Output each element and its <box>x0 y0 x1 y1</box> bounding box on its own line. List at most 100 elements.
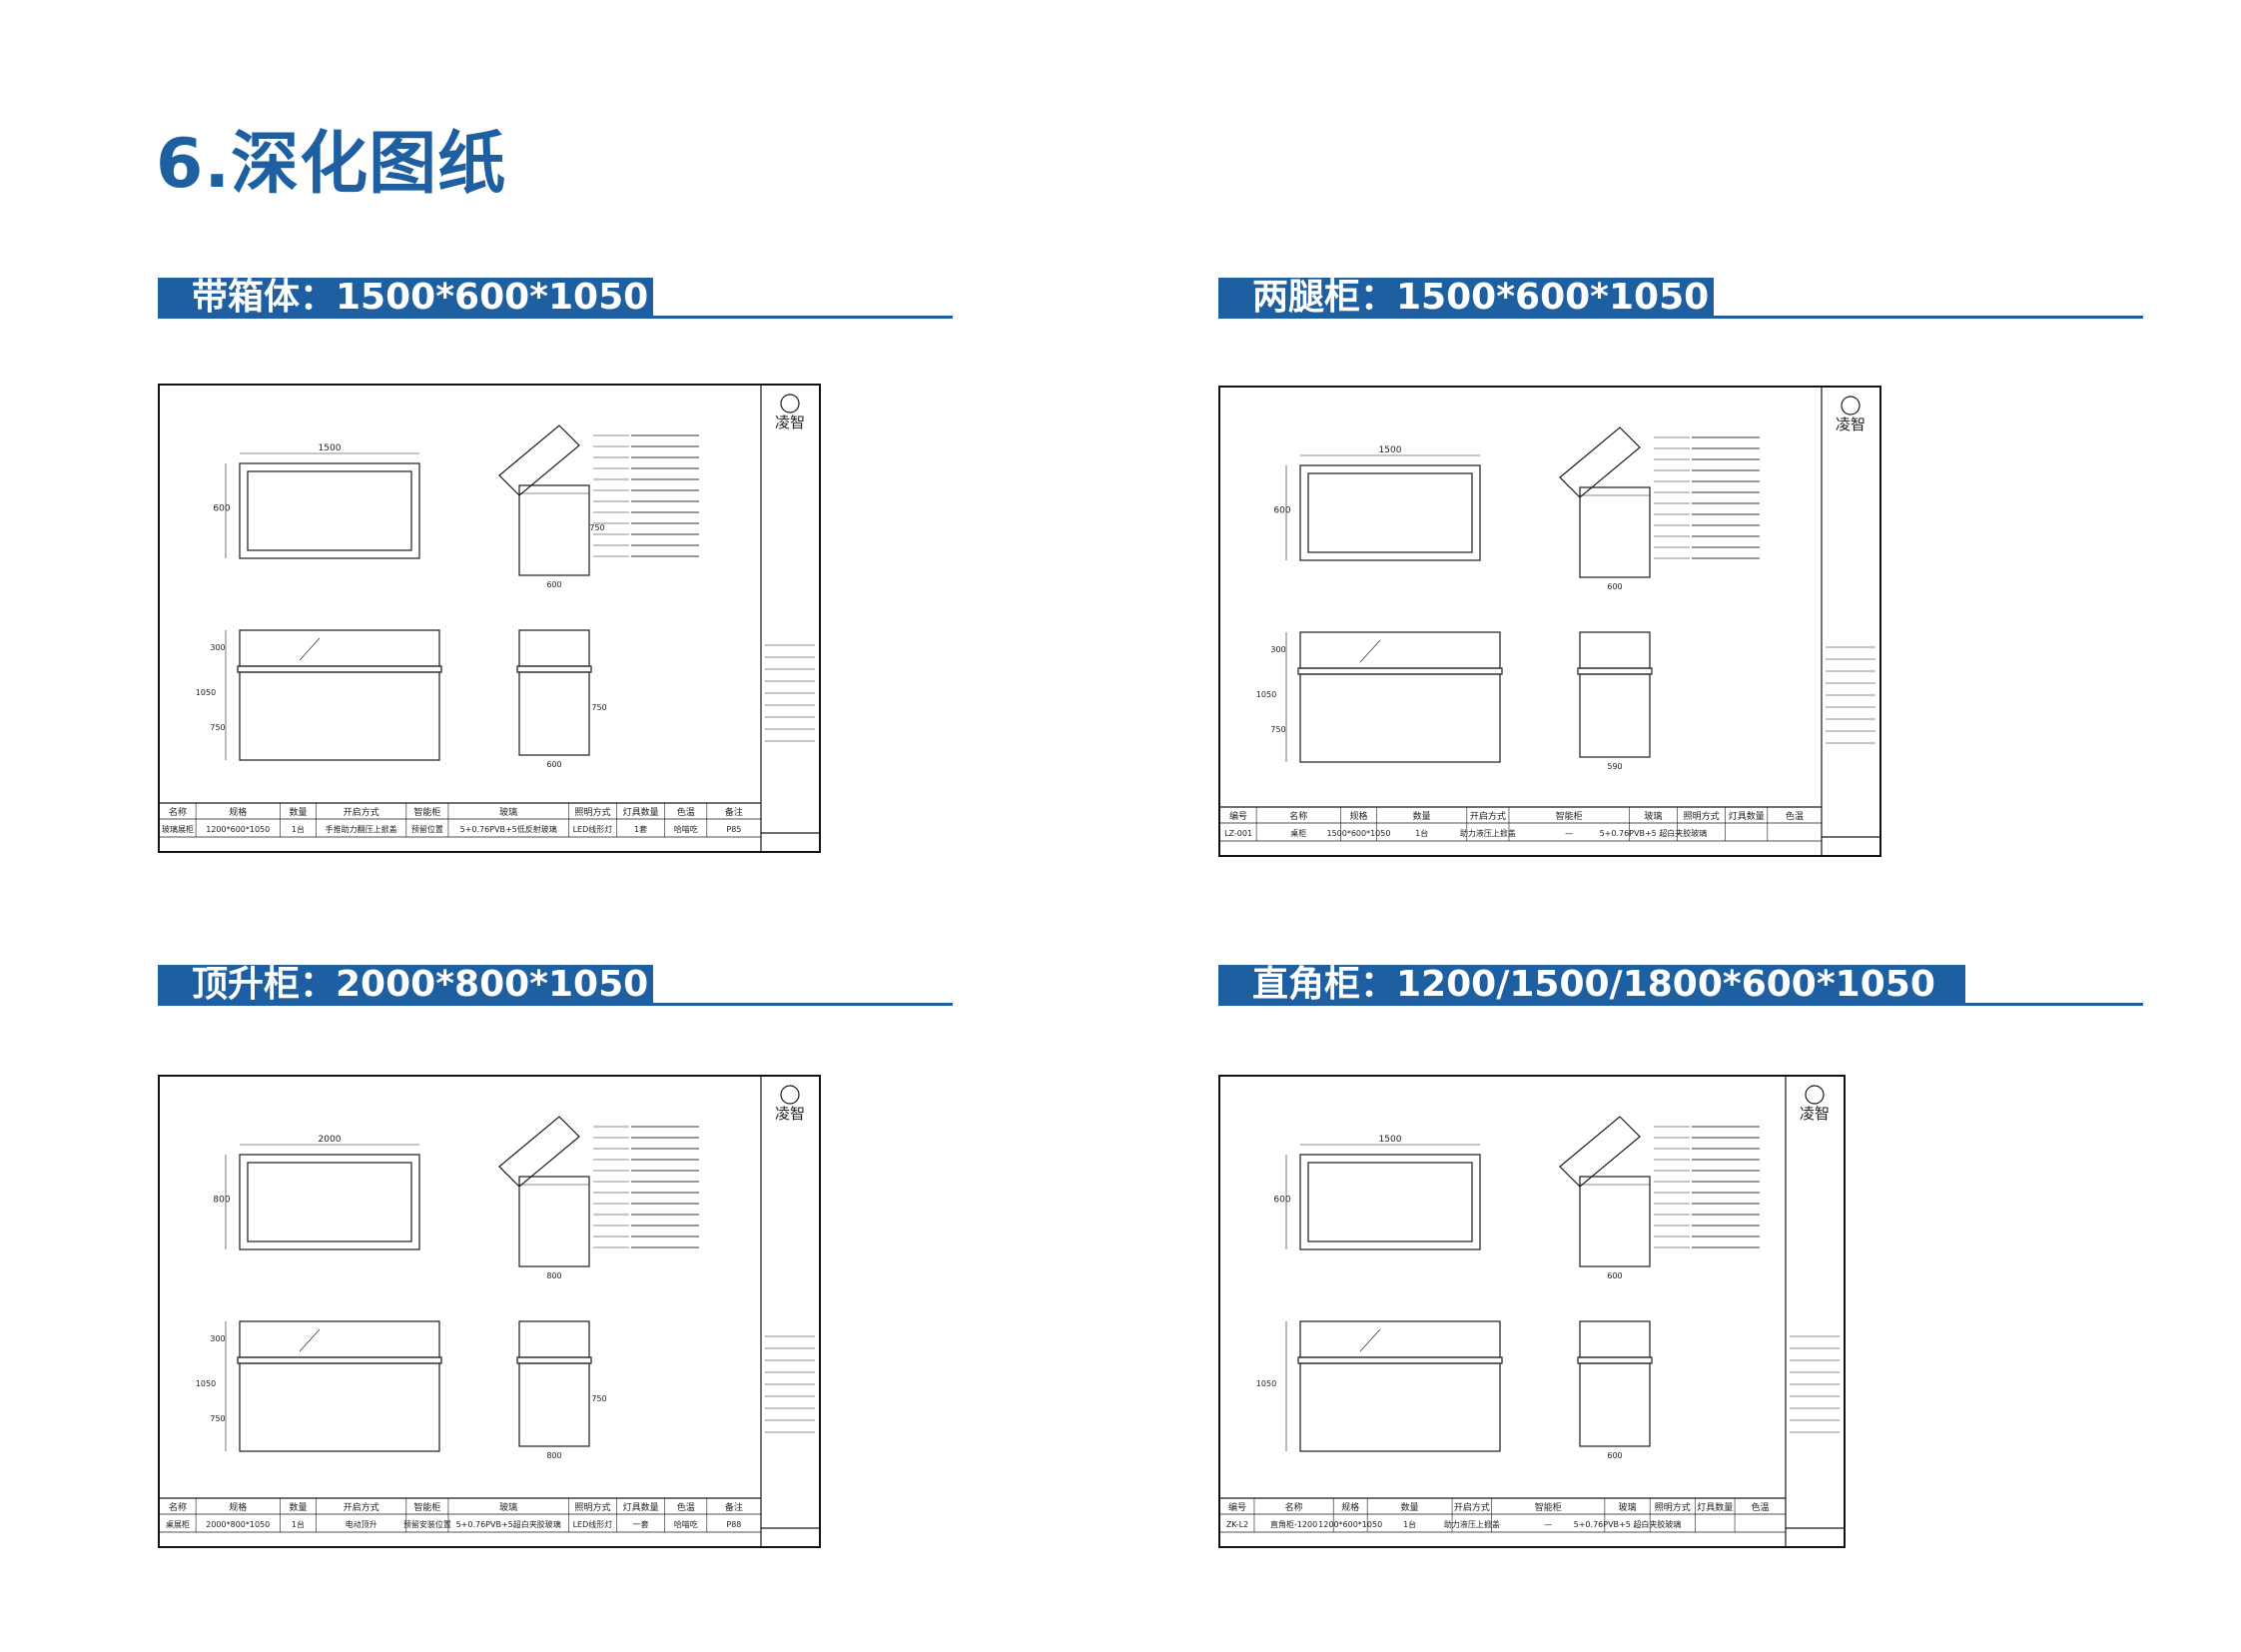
spec-table-cell: LZ-001 <box>1224 829 1252 838</box>
spec-table-cell: 1200*600*1050 <box>206 825 270 834</box>
logo-text: 凌智 <box>775 1105 805 1123</box>
front-countertop <box>1297 1356 1503 1364</box>
side-lid-open <box>1559 426 1641 498</box>
end-width-label: 600 <box>546 760 561 769</box>
spec-table-cell: 1200*600*1050 <box>1318 1520 1382 1529</box>
front-bottom-label: 750 <box>210 1414 225 1423</box>
sheet-lines <box>1220 1077 1844 1546</box>
spec-table-header: 色温 <box>1752 1501 1770 1513</box>
spec-table-header: 备注 <box>725 806 743 818</box>
front-bottom-label: 750 <box>210 723 225 732</box>
section-4-heading: 直角柜：1200/1500/1800*600*1050 <box>1218 965 1965 1005</box>
spec-table-cell: ZK-L2 <box>1226 1520 1248 1529</box>
side-lid-open <box>498 424 580 496</box>
spec-table-cell: 预留安装位置 <box>403 1519 451 1529</box>
sheet-lines <box>160 1077 819 1546</box>
spec-table-header: 灯具数量 <box>623 806 659 818</box>
plan-width-label: 1500 <box>1379 445 1402 455</box>
end-glass-box <box>518 629 590 667</box>
end-countertop <box>1577 667 1653 675</box>
spec-table-header: 开启方式 <box>1470 810 1506 822</box>
spec-table-cell: 玻璃展柜 <box>162 824 194 834</box>
end-width-label: 590 <box>1607 762 1622 771</box>
front-height-label: 1050 <box>196 688 216 697</box>
spec-table-header: 规格 <box>229 806 247 818</box>
spec-table-header: 开启方式 <box>1454 1501 1490 1513</box>
spec-table-header: 照明方式 <box>574 1501 610 1513</box>
side-width-label: 600 <box>1607 1271 1622 1280</box>
side-lid-open <box>1559 1116 1641 1188</box>
spec-table-cell: 1500*600*1050 <box>1326 829 1390 838</box>
front-body <box>1299 673 1501 763</box>
front-glass-box <box>1299 1320 1501 1358</box>
spec-table-header: 规格 <box>229 1501 247 1513</box>
end-glass-box <box>1579 631 1651 669</box>
spec-table-header: 开启方式 <box>344 1501 379 1513</box>
plan-inner <box>247 470 412 551</box>
spec-table-header: 规格 <box>1349 810 1367 822</box>
logo-icon <box>780 1085 800 1105</box>
spec-table-header: 名称 <box>169 806 187 818</box>
side-width-label: 800 <box>546 1271 561 1280</box>
section-1-heading: 带箱体：1500*600*1050 <box>158 278 653 318</box>
side-body <box>518 484 590 576</box>
spec-table-header: 智能柜 <box>413 806 440 818</box>
spec-table-cell: 直角柜-1200 <box>1270 1519 1317 1529</box>
spec-table-cell: 电动顶升 <box>346 1519 377 1529</box>
spec-table-cell: 1台 <box>292 1519 305 1529</box>
spec-table-cell: 一套 <box>633 1519 649 1529</box>
plan-width-label: 1500 <box>1379 1135 1402 1145</box>
side-height-label: 750 <box>589 523 604 532</box>
logo-text: 凌智 <box>1800 1105 1830 1123</box>
front-height-label: 1050 <box>196 1379 216 1388</box>
plan-width-label: 2000 <box>319 1135 342 1145</box>
section-4-underline <box>1218 1003 2143 1006</box>
spec-table-header: 色温 <box>677 806 695 818</box>
front-top-label: 300 <box>1270 645 1285 654</box>
spec-table-cell: 手推助力翻压上掀盖 <box>326 824 397 834</box>
spec-table-header: 玻璃 <box>499 1501 517 1513</box>
front-glass-box <box>239 629 440 667</box>
sheet-svg: 凌智编号ZK-L2名称直角柜-1200规格1200*600*1050数量1台开启… <box>1220 1077 1844 1546</box>
sheet-svg: 凌智编号LZ-001名称桌柜规格1500*600*1050数量1台开启方式助力液… <box>1220 388 1879 855</box>
section-3-underline <box>158 1003 953 1006</box>
spec-table-header: 灯具数量 <box>1697 1501 1733 1513</box>
sheet-svg: 凌智名称桌展柜规格2000*800*1050数量1台开启方式电动顶升智能柜预留安… <box>160 1077 819 1546</box>
spec-table-header: 数量 <box>1401 1501 1419 1513</box>
front-countertop <box>1297 667 1503 675</box>
front-glass-box <box>239 1320 440 1358</box>
spec-table-cell: 5+0.76PVB+5超白夹胶玻璃 <box>456 1519 561 1529</box>
spec-table-header: 灯具数量 <box>623 1501 659 1513</box>
section-3-heading: 顶升柜：2000*800*1050 <box>158 965 653 1005</box>
spec-table-header: 玻璃 <box>1644 810 1662 822</box>
spec-table-cell: — <box>1565 829 1573 838</box>
front-bottom-label: 750 <box>1270 725 1285 734</box>
spec-table-header: 数量 <box>289 1501 307 1513</box>
logo-icon <box>1841 396 1861 415</box>
front-glass-reflect <box>299 637 321 661</box>
end-glass-box <box>1579 1320 1651 1358</box>
spec-table-header: 规格 <box>1341 1501 1359 1513</box>
spec-table-cell: 5+0.76PVB+5 超白夹胶玻璃 <box>1600 828 1708 838</box>
side-width-label: 600 <box>546 580 561 589</box>
spec-table-header: 智能柜 <box>413 1501 440 1513</box>
logo-icon <box>1805 1085 1825 1105</box>
end-countertop <box>516 1356 592 1364</box>
spec-table-cell: 1台 <box>292 824 305 834</box>
end-body <box>1579 1362 1651 1447</box>
plan-depth-label: 800 <box>213 1196 230 1206</box>
spec-table-header: 玻璃 <box>499 806 517 818</box>
end-height-label: 750 <box>591 1394 606 1403</box>
spec-table-header: 色温 <box>677 1501 695 1513</box>
spec-table-header: 名称 <box>1289 810 1307 822</box>
section-2-heading: 两腿柜：1500*600*1050 <box>1218 278 1714 318</box>
side-width-label: 600 <box>1607 582 1622 591</box>
side-body <box>518 1176 590 1267</box>
side-lid-open <box>498 1116 580 1188</box>
plan-outer <box>239 1154 420 1250</box>
spec-table-header: 照明方式 <box>1684 810 1720 822</box>
spec-table-cell: 桌展柜 <box>166 1519 190 1529</box>
end-body <box>1579 673 1651 758</box>
spec-table-header: 灯具数量 <box>1729 810 1765 822</box>
front-countertop <box>237 665 442 673</box>
